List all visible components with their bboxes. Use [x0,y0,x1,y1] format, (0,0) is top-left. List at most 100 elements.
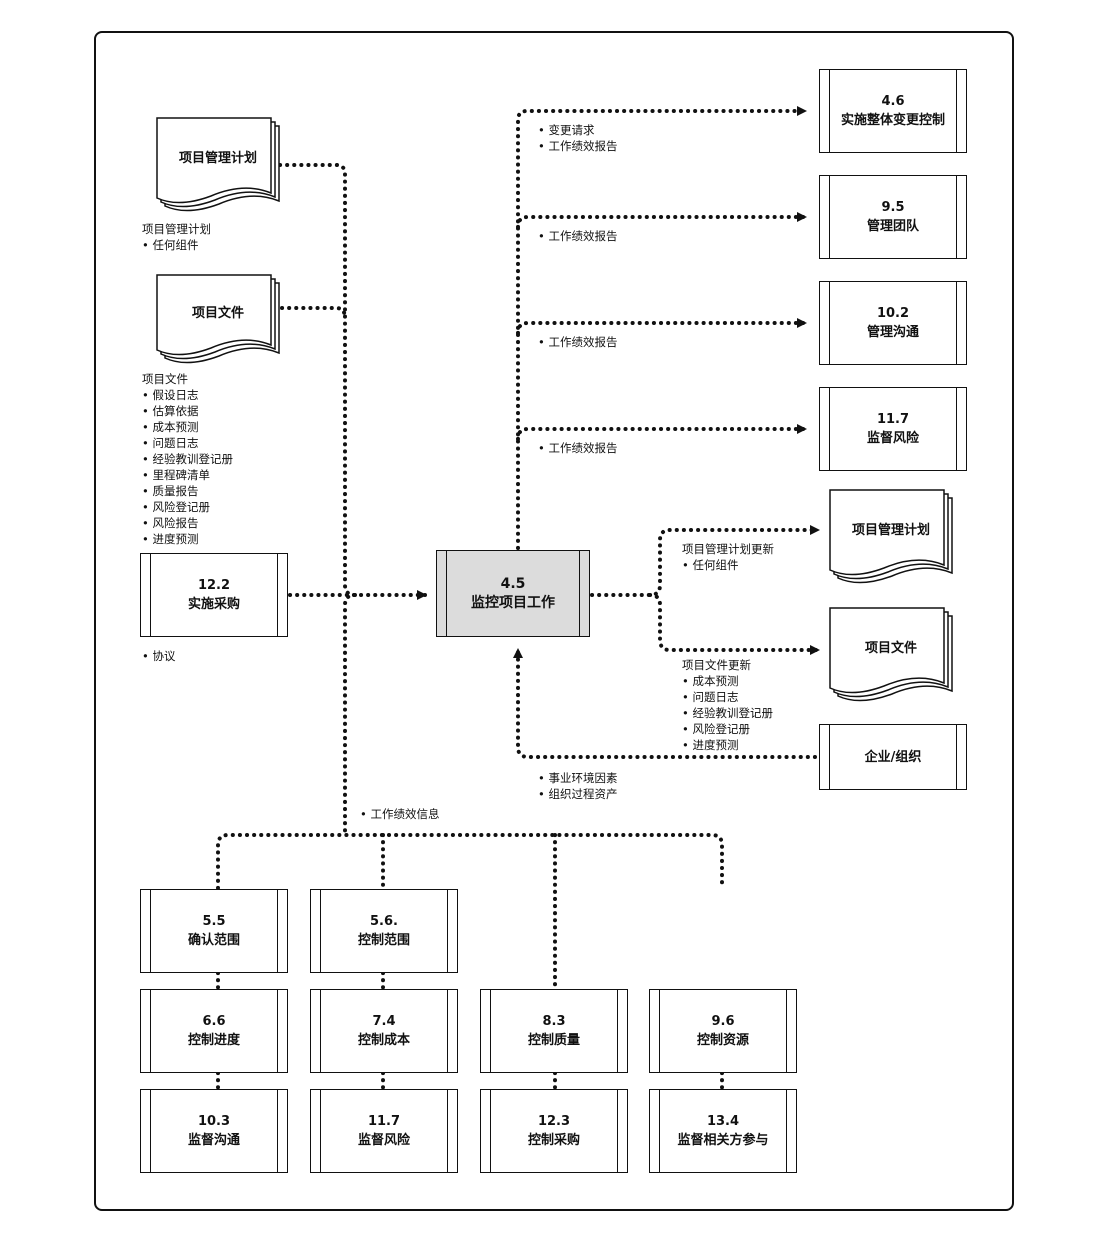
output-project-docs-doc: 项目文件 [829,607,953,703]
process-title: 控制质量 [527,1033,580,1048]
note-title: 项目文件更新 [682,658,751,672]
process-title: 监督相关方参与 [677,1133,769,1148]
note-item: • 工作绩效报告 [538,335,618,349]
process-9-6: 9.6 控制资源 [649,989,797,1073]
note-item: • 风险报告 [142,516,199,530]
input-project-docs-doc: 项目文件 [156,274,280,365]
process-title: 实施采购 [187,597,240,612]
connector-work-perf-info [343,593,357,835]
note-item: • 问题日志 [142,436,199,450]
note-title: 项目管理计划更新 [682,542,774,556]
process-title: 管理团队 [866,219,919,234]
note-item: • 工作绩效报告 [538,441,618,455]
process-number: 5.6. [370,914,398,929]
enterprise-note: • 事业环境因素 • 组织过程资产 [538,770,617,802]
process-number: 9.6 [711,1014,735,1029]
process-13-4: 13.4 监督相关方参与 [649,1089,797,1173]
note-item: • 进度预测 [682,738,739,752]
process-8-3: 8.3 控制质量 [480,989,628,1073]
central-process-4-5: 4.5 监控项目工作 [436,550,590,637]
process-number: 5.5 [202,914,226,929]
process-title: 控制采购 [527,1133,580,1148]
process-title: 控制范围 [357,933,410,948]
connector-pm-plan-input [278,163,357,597]
note-item: • 问题日志 [682,690,739,704]
process-number: 4.6 [881,94,905,109]
document-stack-icon [829,489,953,584]
note-item: • 假设日志 [142,388,199,402]
process-4-6: 4.6 实施整体变更控制 [819,69,967,153]
note-item: • 事业环境因素 [538,771,618,785]
document-stack-icon [156,117,280,212]
procurement-note: • 协议 [142,648,175,664]
note-item: • 组织过程资产 [538,787,618,801]
process-number: 6.6 [202,1014,226,1029]
input-pm-plan-note: 项目管理计划 • 任何组件 [142,221,211,253]
note-title: 项目文件 [142,372,188,386]
note-item: • 成本预测 [142,420,199,434]
process-title: 管理沟通 [866,325,919,340]
note-4-6: • 变更请求 • 工作绩效报告 [538,122,617,154]
note-item: • 风险登记册 [682,722,750,736]
note-item: • 成本预测 [682,674,739,688]
process-6-6: 6.6 控制进度 [140,989,288,1073]
process-title: 确认范围 [187,933,240,948]
note-item: • 经验教训登记册 [682,706,773,720]
note-item: • 里程碑清单 [142,468,210,482]
doc-label: 项目文件 [864,641,917,656]
connector-project-docs-input [280,306,347,320]
process-title: 监督风险 [866,431,919,446]
process-title: 监督风险 [357,1133,410,1148]
note-item: • 估算依据 [142,404,199,418]
output-pm-plan-doc: 项目管理计划 [829,489,953,585]
note-item: • 经验教训登记册 [142,452,233,466]
process-11-7: 11.7 监督风险 [310,1089,458,1173]
process-number: 12.2 [197,578,231,593]
process-12-2: 12.2 实施采购 [140,553,288,637]
doc-label: 项目管理计划 [851,523,930,538]
process-5-5: 5.5 确认范围 [140,889,288,973]
process-11-7-output: 11.7 监督风险 [819,387,967,471]
process-5-6: 5.6. 控制范围 [310,889,458,973]
document-stack-icon [156,274,280,364]
process-10-3: 10.3 监督沟通 [140,1089,288,1173]
document-stack-icon [829,607,953,702]
process-number: 10.2 [876,306,910,321]
input-pm-plan-doc: 项目管理计划 [156,117,280,213]
process-number: 10.3 [197,1114,231,1129]
process-number: 13.4 [706,1114,740,1129]
process-9-5: 9.5 管理团队 [819,175,967,259]
pm-plan-update-note: 项目管理计划更新 • 任何组件 [682,541,774,573]
enterprise-box: 企业/组织 [819,724,967,790]
process-title: 控制进度 [187,1033,240,1048]
process-title: 监督沟通 [187,1133,240,1148]
process-title: 控制资源 [696,1033,749,1048]
note-item: • 协议 [142,649,176,663]
process-title: 监控项目工作 [471,594,555,611]
process-7-4: 7.4 控制成本 [310,989,458,1073]
process-number: 11.7 [367,1114,401,1129]
note-title: 项目管理计划 [142,222,211,236]
process-title: 控制成本 [357,1033,410,1048]
note-10-2: • 工作绩效报告 [538,334,617,350]
doc-label: 项目管理计划 [178,151,257,166]
note-item: • 任何组件 [142,238,199,252]
diagram-frame [94,31,1014,1211]
process-10-2: 10.2 管理沟通 [819,281,967,365]
doc-label: 项目文件 [191,305,244,321]
note-item: • 任何组件 [682,558,739,572]
note-item: • 风险登记册 [142,500,210,514]
process-number: 12.3 [537,1114,571,1129]
process-number: 8.3 [542,1014,566,1029]
connector-output-trunk [516,106,807,550]
note-item: • 进度预测 [142,532,199,546]
process-number: 11.7 [876,412,910,427]
note-item: • 工作绩效信息 [360,807,440,821]
note-item: • 质量报告 [142,484,199,498]
work-perf-info-note: • 工作绩效信息 [360,806,439,822]
process-number: 7.4 [372,1014,396,1029]
note-9-5: • 工作绩效报告 [538,228,617,244]
note-11-7: • 工作绩效报告 [538,440,617,456]
project-docs-update-note: 项目文件更新 • 成本预测 • 问题日志 • 经验教训登记册 • 风险登记册 •… [682,657,773,753]
